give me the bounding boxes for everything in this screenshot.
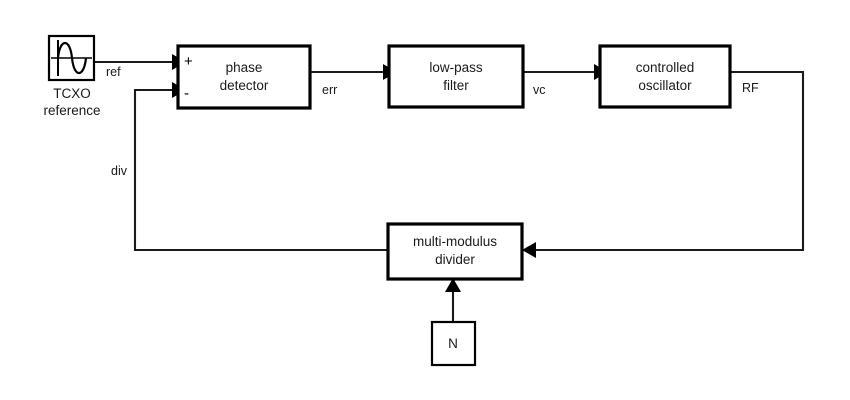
low-pass-filter-box[interactable] [387, 44, 525, 109]
tcxo-label-line2: reference [43, 103, 100, 118]
tcxo-source [47, 34, 96, 82]
n-value-label: N [448, 336, 458, 351]
phase-detector-minus-port: - [184, 85, 189, 102]
block-n-value[interactable]: N [430, 320, 477, 367]
wire-err [308, 64, 397, 80]
low-pass-filter-label-line1: low-pass [429, 60, 483, 75]
arrowhead-n [445, 278, 461, 292]
signal-label-div: div [111, 164, 128, 178]
signal-label-vc: vc [533, 83, 546, 97]
wire-n [445, 278, 461, 324]
block-low-pass-filter[interactable]: low-pass filter [387, 44, 525, 109]
block-controlled-oscillator[interactable]: controlled oscillator [598, 44, 732, 109]
phase-detector-label-line2: detector [220, 78, 269, 93]
controlled-oscillator-label-line2: oscillator [638, 78, 692, 93]
sine-wave-icon-curve [56, 41, 88, 75]
n-value-box[interactable] [430, 320, 477, 367]
multi-modulus-divider-label-line2: divider [435, 252, 475, 267]
block-multi-modulus-divider[interactable]: multi-modulus divider [386, 222, 524, 281]
controlled-oscillator-box[interactable] [598, 44, 732, 109]
multi-modulus-divider-box[interactable] [386, 222, 524, 281]
wire-rf [522, 70, 805, 258]
signal-label-ref: ref [106, 65, 121, 79]
signal-label-rf: RF [742, 81, 759, 95]
low-pass-filter-label-line2: filter [443, 78, 469, 93]
multi-modulus-divider-label-line1: multi-modulus [413, 234, 497, 249]
arrowhead-rf [522, 242, 536, 258]
tcxo-label-line1: TCXO [53, 86, 91, 101]
block-phase-detector[interactable]: phase detector + - [176, 44, 312, 110]
phase-detector-label-line1: phase [226, 60, 263, 75]
phase-detector-box[interactable] [176, 44, 312, 110]
controlled-oscillator-label-line1: controlled [636, 60, 695, 75]
signal-label-err: err [322, 83, 337, 97]
phase-detector-plus-port: + [184, 53, 193, 70]
wire-vc [521, 64, 608, 80]
